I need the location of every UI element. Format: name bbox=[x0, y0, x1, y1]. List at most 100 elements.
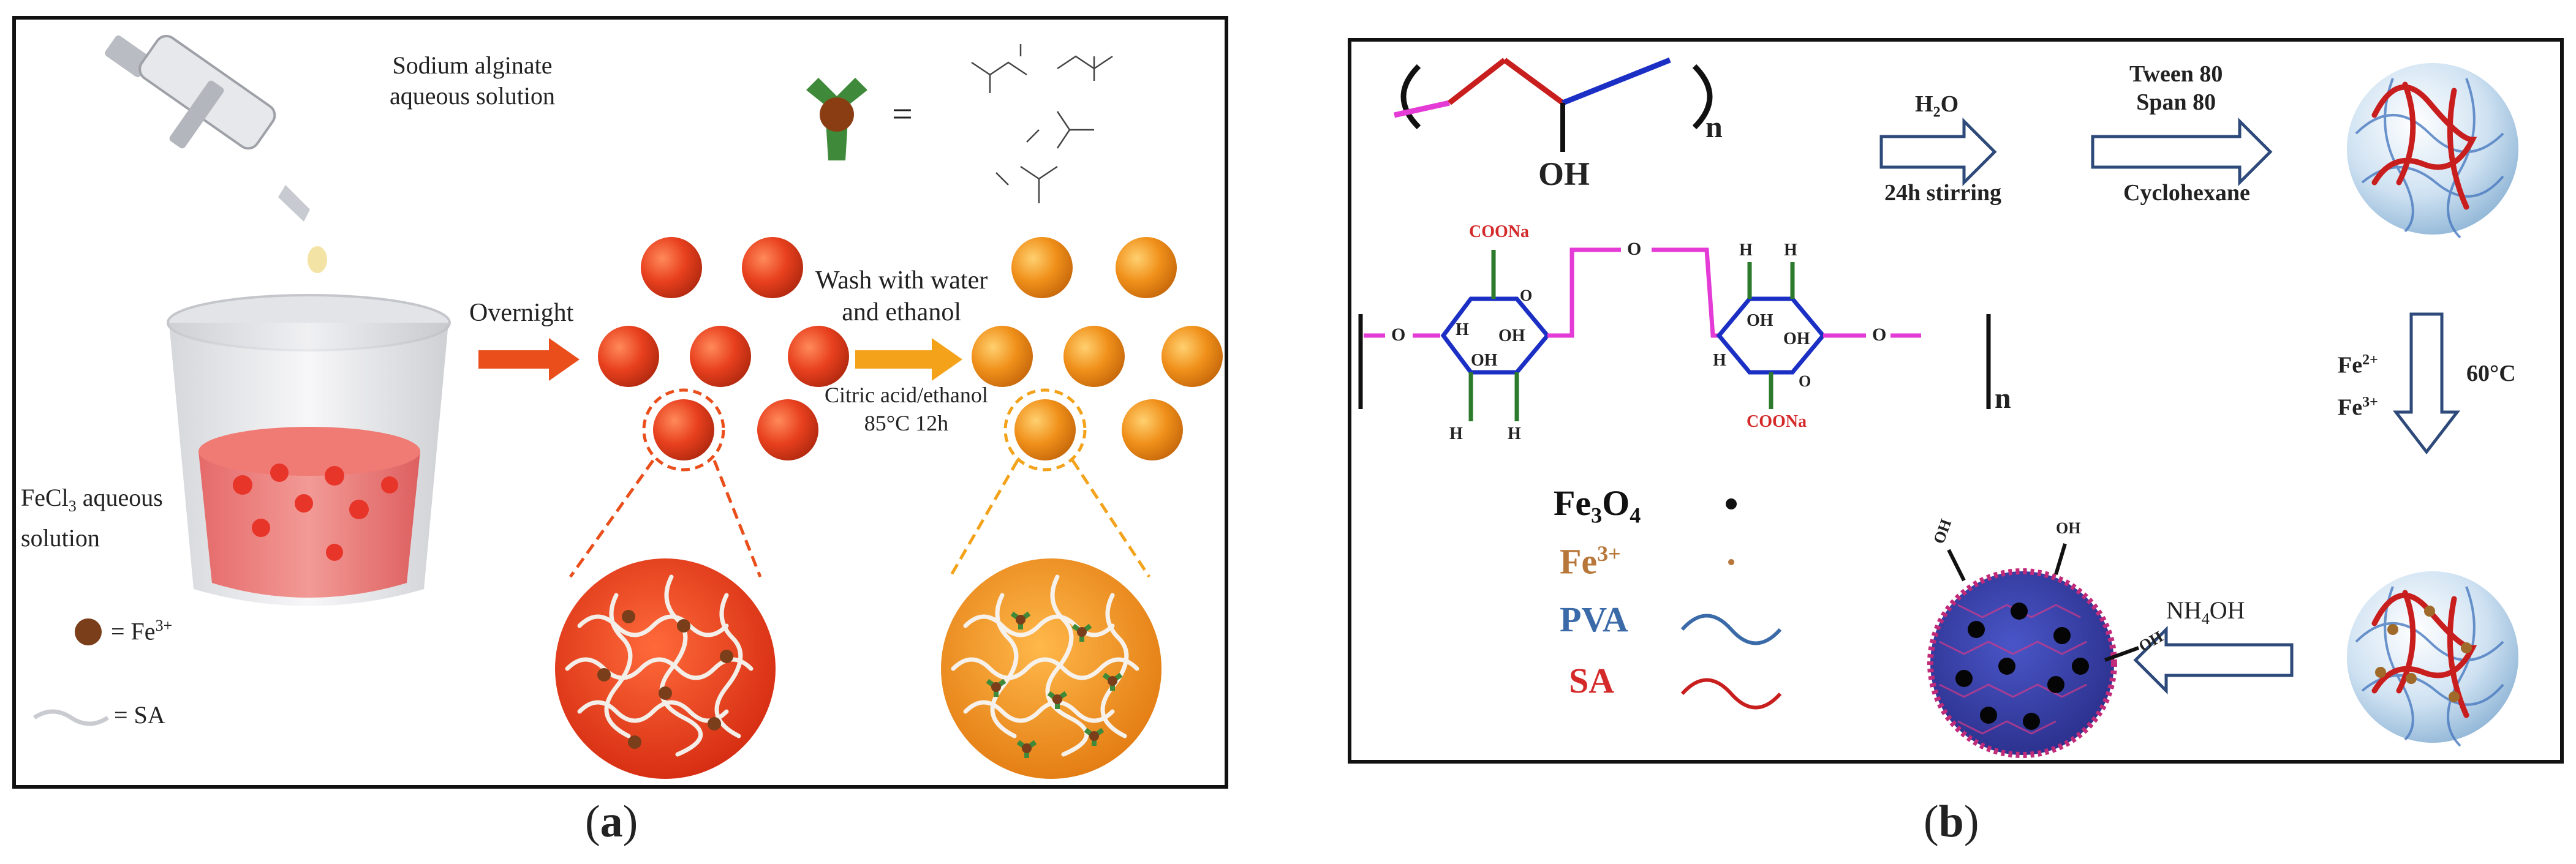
panel-b: n OH n COONa COONa O O O O O H H H OH OH… bbox=[1348, 38, 2564, 764]
step-nh4oh-nh: NH bbox=[2166, 596, 2202, 624]
ring2-h2: H bbox=[1784, 241, 1797, 260]
ring1-oh1: OH bbox=[1471, 351, 1498, 370]
fe-legend-icon bbox=[75, 618, 102, 645]
arrow-overnight bbox=[478, 338, 580, 381]
step-surfactants: Tween 80 Span 80 bbox=[2129, 60, 2223, 116]
ring2-o: O bbox=[1799, 372, 1811, 390]
arrow-fe-addition bbox=[2392, 312, 2461, 455]
beaker-label-line2: solution bbox=[21, 524, 100, 552]
pva-n: n bbox=[1705, 110, 1723, 144]
ring1-o: O bbox=[1520, 287, 1533, 304]
ring1-h3: H bbox=[1508, 424, 1521, 443]
citrate-structure bbox=[971, 44, 1113, 203]
equals-sign: = bbox=[892, 94, 913, 134]
pva-oh: OH bbox=[1538, 156, 1590, 192]
step-h2o: H2O bbox=[1915, 91, 1958, 121]
caption-a: (a) bbox=[585, 797, 638, 847]
pva-structure bbox=[1394, 57, 1713, 152]
syringe-label-line1: Sodium alginate bbox=[392, 51, 553, 79]
beaker-label: FeCl3 aqueous solution bbox=[21, 482, 163, 554]
sa-o-bridge: O bbox=[1627, 239, 1642, 259]
step-fe-ions: Fe2+ Fe3+ bbox=[2338, 342, 2378, 426]
beaker-label-sub: 3 bbox=[68, 497, 77, 515]
step-conditions: Citric acid/ethanol 85°C 12h bbox=[825, 381, 988, 437]
step-nh4oh-oh: OH bbox=[2209, 596, 2245, 624]
legend-fe-text: = Fe bbox=[111, 617, 156, 645]
legend-pva-line bbox=[1680, 614, 1782, 645]
step-wash-line1: Wash with water bbox=[815, 266, 988, 295]
ring1-oh2: OH bbox=[1498, 326, 1525, 345]
red-beads bbox=[598, 237, 849, 460]
beaker-label-fecl: FeCl bbox=[21, 484, 69, 511]
beaker-icon bbox=[167, 294, 451, 606]
step-conditions-line1: Citric acid/ethanol bbox=[825, 383, 988, 407]
step-nh4oh: NH4OH bbox=[2166, 596, 2245, 628]
caption-b-letter: b bbox=[1938, 797, 1964, 847]
step-fe2-sup: 2+ bbox=[2362, 352, 2378, 368]
step-wash: Wash with water and ethanol bbox=[815, 265, 988, 328]
legend-fe3-sup: 3+ bbox=[1597, 541, 1621, 566]
step-overnight: Overnight bbox=[469, 299, 574, 327]
step-stirring: 24h stirring bbox=[1884, 180, 2002, 206]
legend-sa: SA bbox=[1569, 661, 1615, 701]
syringe-label: Sodium alginate aqueous solution bbox=[390, 50, 555, 111]
orange-network-zoom bbox=[941, 558, 1161, 779]
step-fe3-sup: 3+ bbox=[2362, 394, 2378, 410]
step-fe2: Fe bbox=[2338, 352, 2363, 378]
legend-fe3o4-sub3: 3 bbox=[1591, 503, 1603, 528]
red-bead-highlight bbox=[642, 388, 725, 471]
red-network-zoom bbox=[555, 558, 776, 779]
step-h2o-sub: 2 bbox=[1933, 104, 1941, 121]
legend-pva: PVA bbox=[1560, 599, 1628, 639]
legend-fe3: Fe3+ bbox=[1560, 541, 1621, 582]
coona-bottom: COONa bbox=[1747, 412, 1807, 431]
step-conditions-line2: 85°C 12h bbox=[864, 411, 949, 435]
red-zoom-lines bbox=[568, 459, 762, 578]
sa-o-right: O bbox=[1872, 325, 1887, 345]
sa-n: n bbox=[1995, 382, 2011, 415]
step-tween: Tween 80 bbox=[2129, 61, 2223, 87]
panel-a-artwork bbox=[33, 34, 1223, 779]
step-span: Span 80 bbox=[2136, 89, 2216, 115]
coona-top: COONa bbox=[1469, 222, 1529, 241]
ring2-h1: H bbox=[1739, 241, 1753, 260]
legend-sa-line bbox=[1680, 678, 1782, 710]
legend-fe3o4-o: O bbox=[1602, 483, 1630, 523]
step-cyclohexane: Cyclohexane bbox=[2123, 180, 2250, 206]
step-nh4oh-sub: 4 bbox=[2201, 610, 2210, 628]
legend-fe3o4-fe: Fe bbox=[1554, 483, 1592, 523]
legend-fe3o4-sub4: 4 bbox=[1630, 503, 1641, 528]
legend-fe-sup: 3+ bbox=[155, 617, 173, 634]
step-temperature: 60°C bbox=[2466, 361, 2516, 386]
orange-bead-highlight bbox=[1003, 388, 1087, 471]
ring2-h3: H bbox=[1713, 351, 1726, 370]
ring1-h2: H bbox=[1449, 424, 1463, 443]
arrow-wash bbox=[855, 338, 962, 381]
legend-sa: = SA bbox=[114, 701, 165, 729]
emulsion-droplet-1 bbox=[2347, 63, 2518, 239]
caption-a-letter: a bbox=[600, 797, 623, 847]
arrow-h2o bbox=[1879, 117, 1997, 187]
orange-zoom-lines bbox=[948, 459, 1151, 578]
legend-fe3o4: Fe3O4 bbox=[1554, 483, 1641, 528]
step-h2o-o: O bbox=[1940, 91, 1959, 117]
ring2-oh2: OH bbox=[1783, 329, 1810, 348]
arrow-nh4oh bbox=[2133, 625, 2294, 695]
step-wash-line2: and ethanol bbox=[842, 298, 961, 326]
legend-fe3o4-dot bbox=[1726, 498, 1737, 509]
orange-beads bbox=[972, 237, 1223, 460]
panel-b-artwork bbox=[1358, 57, 2518, 758]
caption-b: (b) bbox=[1924, 797, 1979, 847]
particle-oh-2: OH bbox=[2056, 519, 2081, 537]
legend-fe3-fe: Fe bbox=[1560, 541, 1598, 582]
ring2-oh1: OH bbox=[1747, 311, 1773, 330]
syringe-label-line2: aqueous solution bbox=[390, 82, 555, 110]
fe-citrate-complex-icon bbox=[806, 78, 867, 160]
beaker-label-tail: aqueous bbox=[76, 484, 163, 511]
sa-legend-icon bbox=[33, 709, 109, 726]
syringe-icon bbox=[105, 34, 327, 273]
sa-structure bbox=[1358, 247, 1991, 421]
step-fe3: Fe bbox=[2338, 394, 2363, 421]
panel-a: Sodium alginate aqueous solution FeCl3 a… bbox=[12, 16, 1228, 789]
emulsion-droplet-2 bbox=[2347, 571, 2518, 747]
